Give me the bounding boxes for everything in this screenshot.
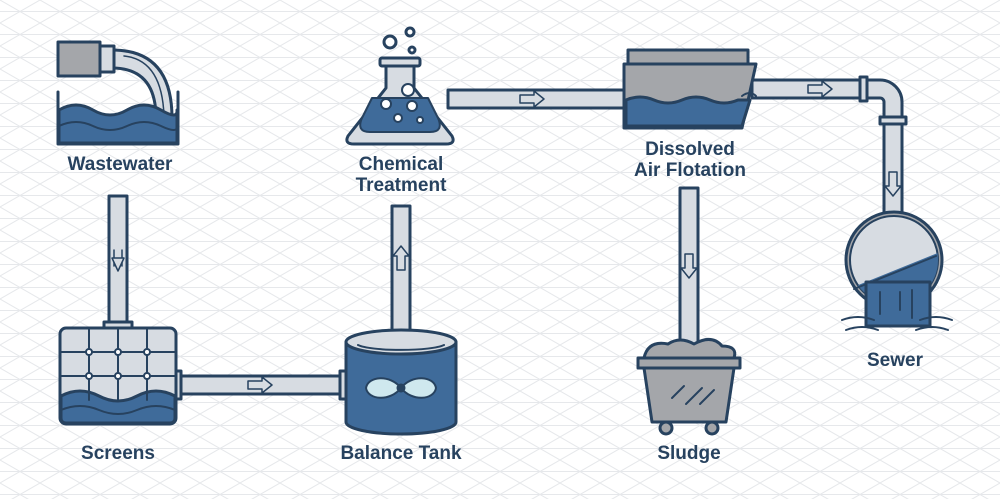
stage-label-wastewater: Wastewater	[67, 154, 173, 175]
pipe-balance-to-chemical	[390, 204, 412, 342]
stage-label-screens: Screens	[81, 443, 155, 464]
stage-label-chemical-treatment: Chemical Treatment	[320, 154, 482, 196]
stage-label-chemical-line2: Treatment	[355, 175, 447, 196]
pipe-chemical-to-daf	[446, 88, 634, 110]
flow-arrow-down-icon	[111, 257, 125, 272]
pipe-screens-to-balance	[172, 369, 349, 401]
flow-arrow-up-icon	[392, 245, 410, 271]
pipe-wastewater-to-screens	[102, 194, 134, 331]
flow-arrow-down-icon	[884, 171, 902, 197]
sewer-icon	[841, 210, 953, 331]
pipe-daf-to-sludge	[678, 186, 700, 350]
balance-tank-icon	[344, 328, 458, 436]
stage-label-dissolved-air-flotation: Dissolved Air Flotation	[600, 139, 780, 181]
stage-label-sludge: Sludge	[657, 443, 721, 464]
stage-label-daf-line2: Air Flotation	[634, 160, 746, 181]
pipe-daf-to-sewer	[750, 75, 908, 222]
flow-arrow-right-icon	[247, 376, 273, 394]
flow-arrow-down-icon	[680, 253, 698, 279]
chemical-flask-icon	[345, 26, 455, 146]
flow-arrow-right-icon	[807, 80, 833, 98]
screens-icon	[58, 326, 178, 426]
daf-unit-icon	[622, 48, 758, 130]
stage-label-chemical-line1: Chemical	[358, 154, 444, 175]
wastewater-icon	[56, 40, 180, 146]
stage-label-sewer: Sewer	[867, 350, 923, 371]
sludge-cart-icon	[636, 338, 742, 436]
stage-label-balance-tank: Balance Tank	[340, 443, 462, 464]
flow-arrow-right-icon	[519, 90, 545, 108]
stage-label-daf-line1: Dissolved	[645, 139, 735, 160]
